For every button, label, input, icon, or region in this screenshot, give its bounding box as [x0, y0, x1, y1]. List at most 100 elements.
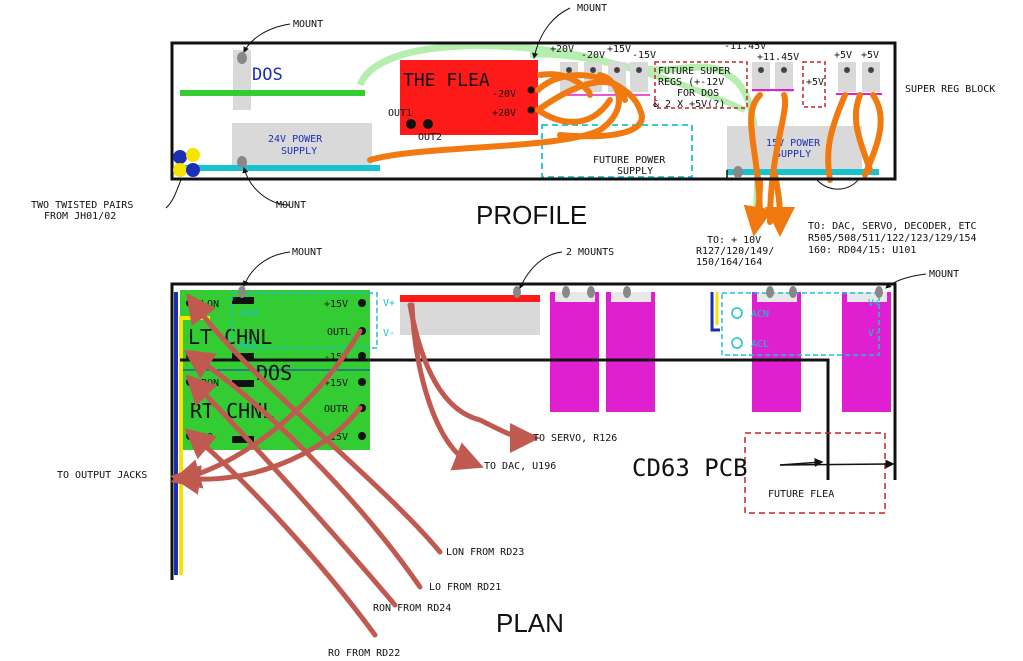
- ps15-label-1: 15V POWER: [766, 138, 821, 149]
- mount: [513, 286, 521, 298]
- pin-label: +15V: [324, 378, 348, 389]
- acl-label: ACL: [751, 339, 769, 350]
- twisted-label: FROM JH01/02: [44, 211, 116, 222]
- ps24-plan-outline: [231, 292, 378, 349]
- capacitor: [550, 292, 599, 412]
- to-output-label: TO OUTPUT JACKS: [57, 470, 147, 481]
- out-dot: [423, 119, 433, 129]
- capacitor: [752, 292, 801, 412]
- future-flea-label: FUTURE FLEA: [768, 489, 834, 500]
- out1-label: OUT1: [388, 108, 412, 119]
- ps24-label-1: 24V POWER: [268, 134, 323, 145]
- profile-chassis: [170, 41, 897, 181]
- mount: [875, 286, 883, 298]
- flea-pin-label: -20V: [492, 89, 516, 100]
- ps15-plan-outline: [721, 292, 880, 356]
- ps15-cyan-base: [727, 169, 879, 175]
- mount: [789, 286, 797, 298]
- future-regs-text: FOR DOS: [677, 88, 719, 99]
- acl-label: ACL: [240, 339, 258, 350]
- to-dac-label: TO: DAC, SERVO, DECODER, ETC: [808, 221, 977, 232]
- dos-green-bar: [180, 90, 365, 96]
- super-reg-label: SUPER REG BLOCK: [905, 84, 995, 95]
- mount-label: MOUNT: [577, 3, 607, 14]
- acn-label: ACN: [751, 309, 769, 320]
- pin-label: -15V: [324, 432, 348, 443]
- twisted-pair-dot: [173, 150, 187, 164]
- flea-pin: [527, 106, 535, 114]
- mount-label: MOUNT: [276, 200, 306, 211]
- to-10v-label: TO: + 10V: [707, 235, 761, 246]
- mount-label: MOUNT: [929, 269, 959, 280]
- dos-label: DOS: [252, 65, 283, 85]
- future-regs-box: [654, 61, 748, 109]
- flea-board: [400, 60, 538, 135]
- twisted-label: TWO TWISTED PAIRS: [31, 200, 133, 211]
- future-ps-label: FUTURE POWER: [593, 155, 666, 166]
- source-label: LON FROM RD23: [446, 547, 524, 558]
- to-servo-label: TO SERVO, R126: [533, 433, 617, 444]
- profile-view: DOS 24V POWER SUPPLY THE FLEA -20V +20V …: [31, 3, 995, 268]
- pin-label: -15V: [324, 352, 348, 363]
- flea-label: THE FLEA: [403, 70, 490, 91]
- mount-label: MOUNT: [293, 19, 323, 30]
- flea-plan-block: [400, 300, 540, 335]
- out2-label: OUT2: [418, 132, 442, 143]
- mount: [587, 286, 595, 298]
- ps24-label-2: SUPPLY: [281, 146, 317, 157]
- plus5-dashed-box: [802, 61, 826, 108]
- reg-label: -20V: [581, 50, 605, 61]
- pcb-outline: [180, 358, 830, 480]
- reg-label: +5V: [806, 77, 824, 88]
- flea-plan-bar: [400, 295, 540, 302]
- source-label: RON FROM RD24: [373, 603, 451, 614]
- source-label: LO FROM RD21: [429, 582, 501, 593]
- mount: [237, 156, 247, 168]
- vminus-label: V-: [383, 328, 395, 339]
- reg-label: +15V: [607, 44, 631, 55]
- acn-label: ACN: [240, 308, 258, 319]
- orange-wires: [367, 71, 884, 237]
- plan-view: LT CHNL DOS RT CHNL LON LO RON RO +15V O…: [57, 247, 959, 659]
- plan-title: PLAN: [496, 608, 564, 638]
- mount: [623, 286, 631, 298]
- mount: [238, 286, 246, 298]
- vminus-label: V-: [868, 328, 880, 339]
- reg-label: +5V: [861, 50, 879, 61]
- twisted-pair-dot: [173, 163, 187, 177]
- pin-label: RON: [201, 378, 219, 389]
- source-label: RO FROM RD22: [328, 648, 400, 659]
- future-ps-label: SUPPLY: [617, 166, 653, 177]
- future-regs-text: FUTURE SUPER: [658, 66, 731, 77]
- out-dot: [406, 119, 416, 129]
- ps24-box: [232, 123, 372, 165]
- twisted-pair-dot: [186, 163, 200, 177]
- reg-label: -15V: [632, 50, 656, 61]
- pin-label: OUTR: [324, 404, 349, 415]
- ps15-label-2: SUPPLY: [775, 149, 811, 160]
- to-10v-label: 150/164/164: [696, 257, 762, 268]
- plan-chassis: [170, 282, 897, 580]
- mount: [562, 286, 570, 298]
- to-dac-label: 160: RD04/15: U101: [808, 245, 916, 256]
- flea-pin-label: +20V: [492, 108, 516, 119]
- capacitor: [606, 292, 655, 412]
- capacitor: [842, 292, 891, 412]
- profile-title: PROFILE: [476, 200, 587, 230]
- future-regs-text: REGS (+-12V: [658, 77, 724, 88]
- ps24-cyan-base: [180, 165, 380, 171]
- pin-label: OUTL: [327, 327, 351, 338]
- mount: [733, 166, 743, 178]
- twisted-pair-dot: [186, 148, 200, 162]
- reg-label: -11.45V: [724, 41, 766, 52]
- signal-wires: [170, 292, 540, 638]
- to-dac-label: R505/508/511/122/123/129/154: [808, 233, 977, 244]
- vplus-label: V+: [868, 298, 880, 309]
- pin-label: LON: [201, 299, 219, 310]
- future-ps-box: [541, 124, 693, 178]
- pin-label: +15V: [324, 299, 348, 310]
- reg-label: +5V: [834, 50, 852, 61]
- twisted-pair-wire: [710, 292, 720, 332]
- pcb-label: CD63 PCB: [632, 454, 748, 482]
- reg-label: +20V: [550, 44, 574, 55]
